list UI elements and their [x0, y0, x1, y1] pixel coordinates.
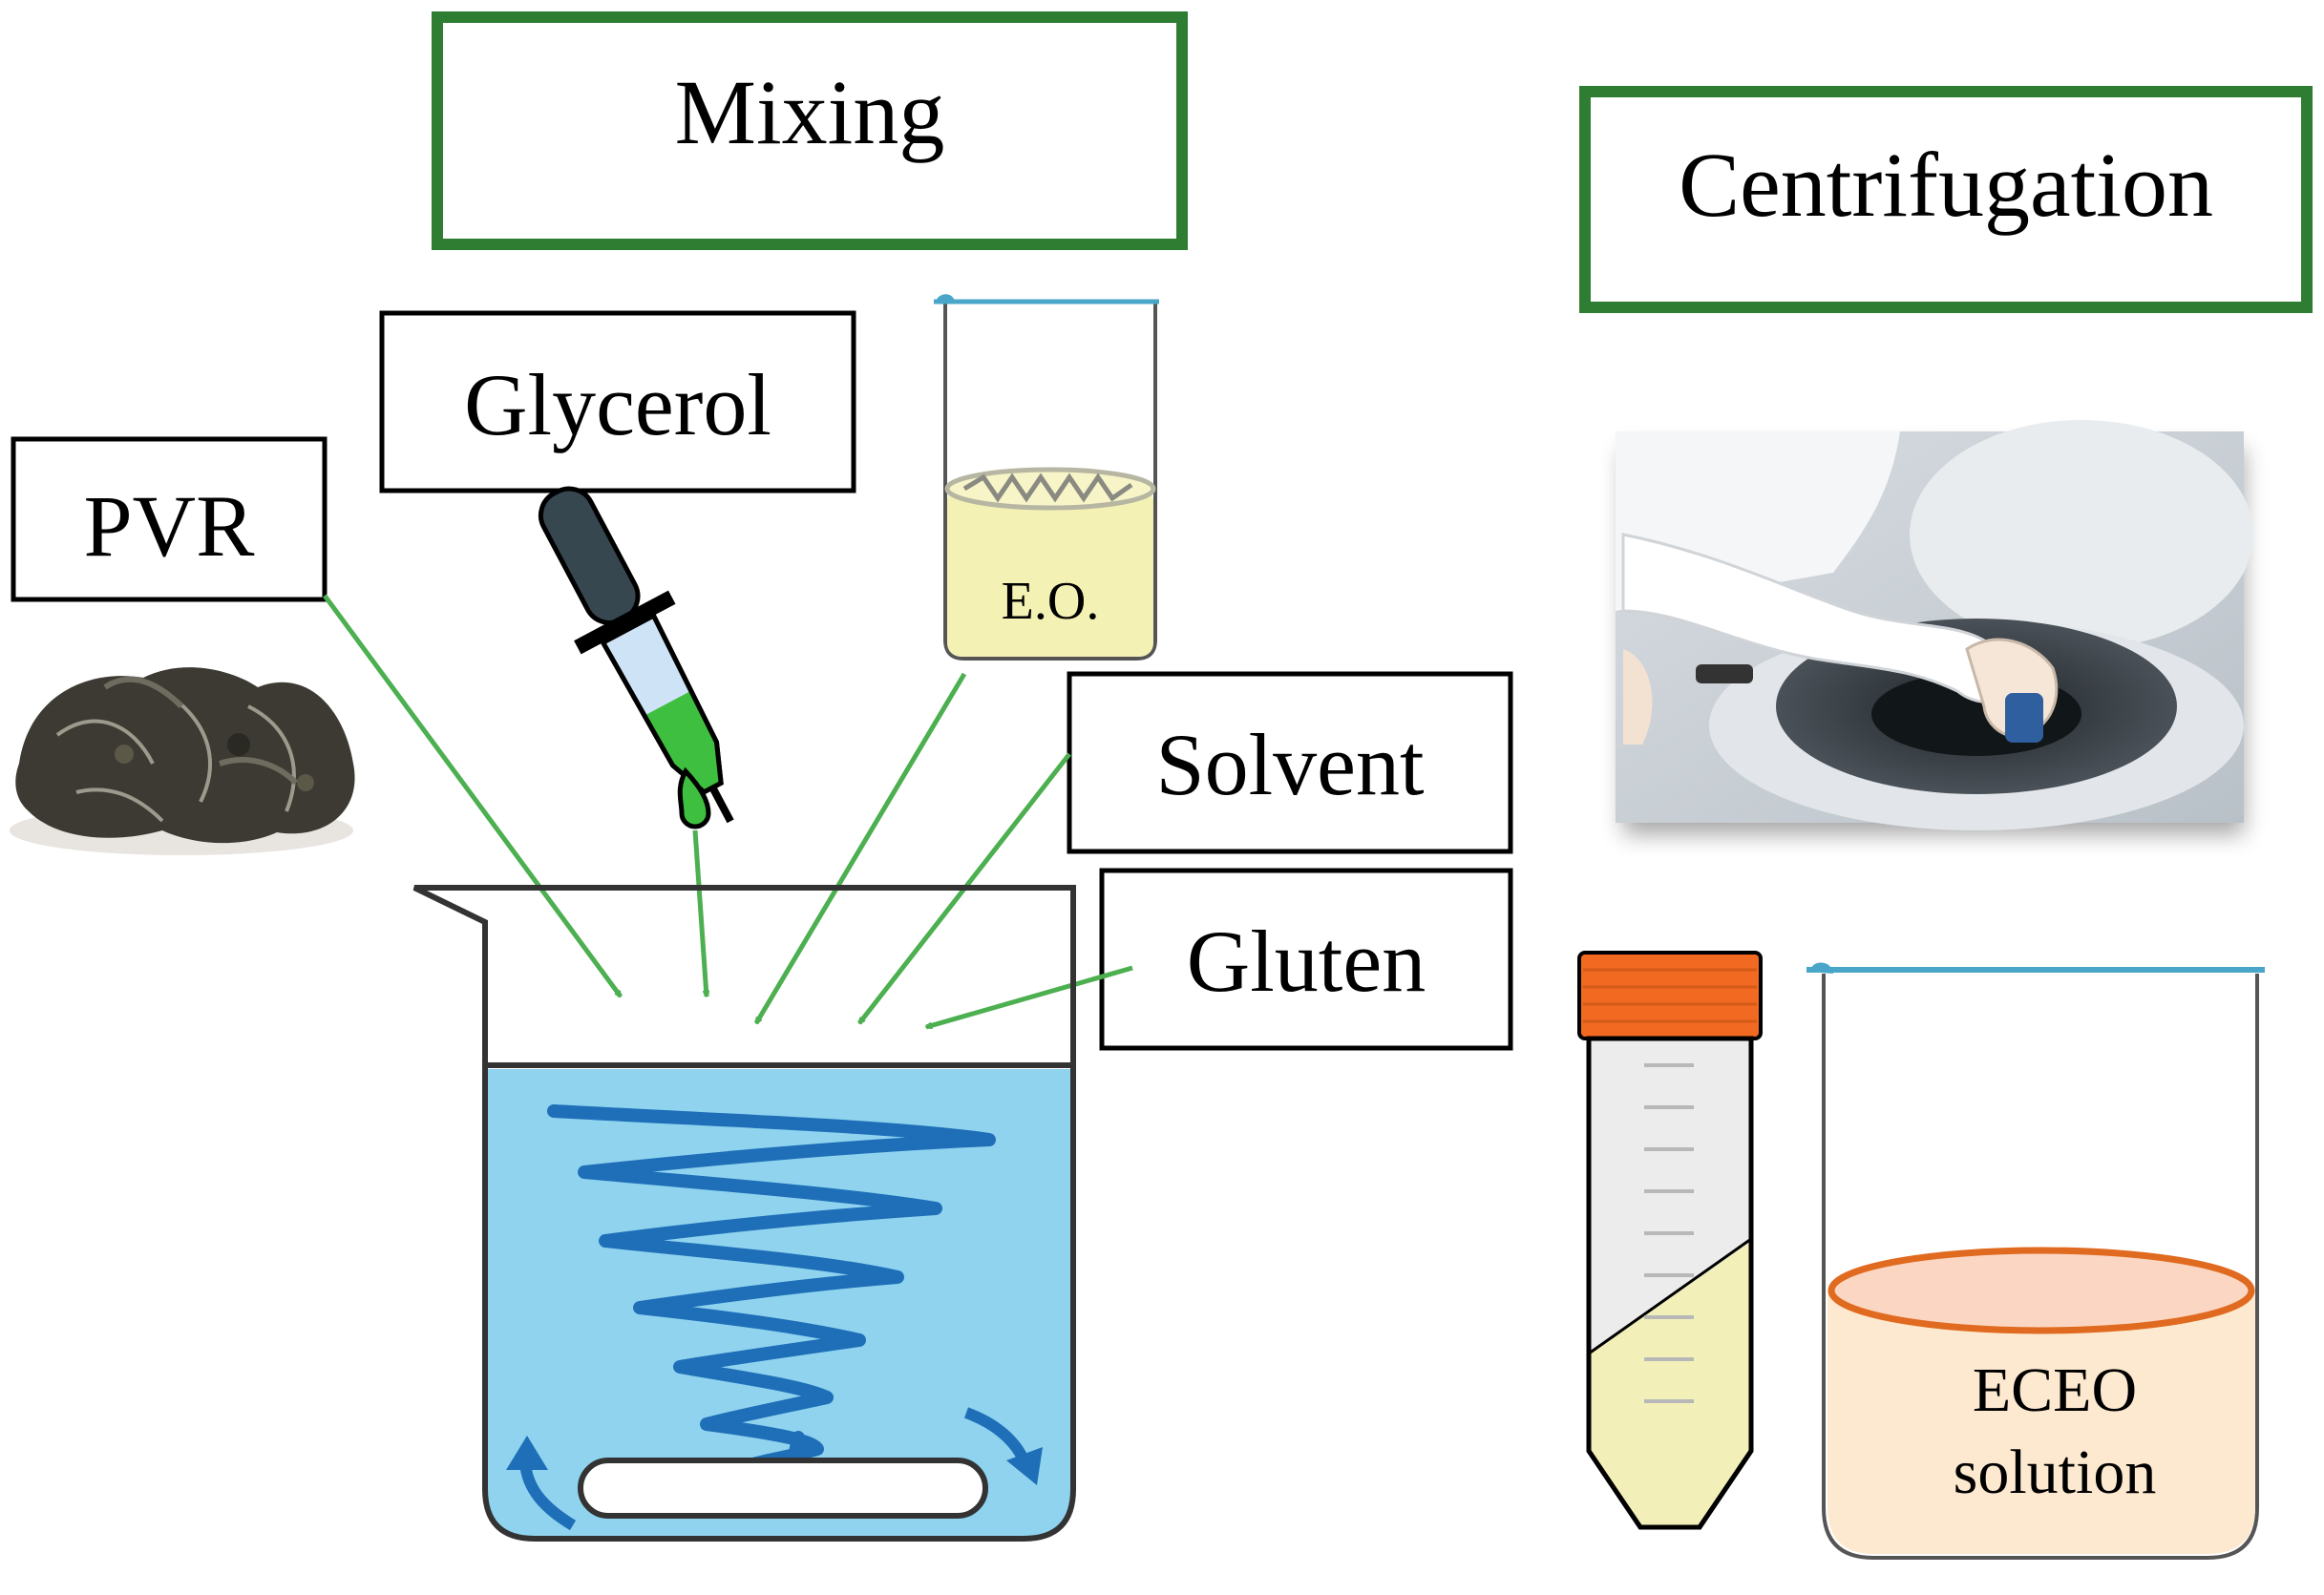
solvent-label-box: Solvent — [1067, 671, 1513, 854]
essential-oil-beaker: E.O. — [934, 294, 1159, 661]
glycerol-label: Glycerol — [464, 356, 771, 453]
centrifuge-photo — [1616, 420, 2253, 834]
eceo-label-line2: solution — [1954, 1438, 2157, 1507]
mixing-step-box: Mixing — [432, 11, 1188, 250]
centrifugation-step-label: Centrifugation — [1679, 134, 2213, 236]
pvr-arrow — [322, 594, 623, 997]
essential-oil-label: E.O. — [1002, 572, 1100, 631]
gluten-arrow — [926, 965, 1133, 1030]
pvr-label: PVR — [84, 477, 256, 575]
pvr-label-box: PVR — [11, 436, 327, 602]
glycerol-label-box: Glycerol — [379, 310, 856, 493]
essential-oil-arrow — [753, 672, 967, 1023]
mixing-beaker — [412, 885, 1076, 1542]
rotation-arrow-left — [519, 1461, 577, 1531]
stir-bar — [578, 1458, 988, 1519]
dropper-icon — [538, 486, 734, 829]
mixing-step-label: Mixing — [675, 61, 945, 163]
vortex-swirl — [547, 1104, 996, 1512]
solvent-label: Solvent — [1155, 716, 1425, 813]
pvr-plant-image — [10, 667, 355, 855]
gluten-label: Gluten — [1187, 913, 1426, 1010]
centrifuge-tube-icon — [1577, 951, 1763, 1530]
gluten-label-box: Gluten — [1099, 868, 1513, 1051]
eceo-beaker: ECEO solution — [1806, 962, 2265, 1560]
eceo-label-line1: ECEO — [1973, 1355, 2137, 1425]
glycerol-arrow — [692, 829, 707, 997]
centrifugation-step-box: Centrifugation — [1579, 86, 2313, 313]
